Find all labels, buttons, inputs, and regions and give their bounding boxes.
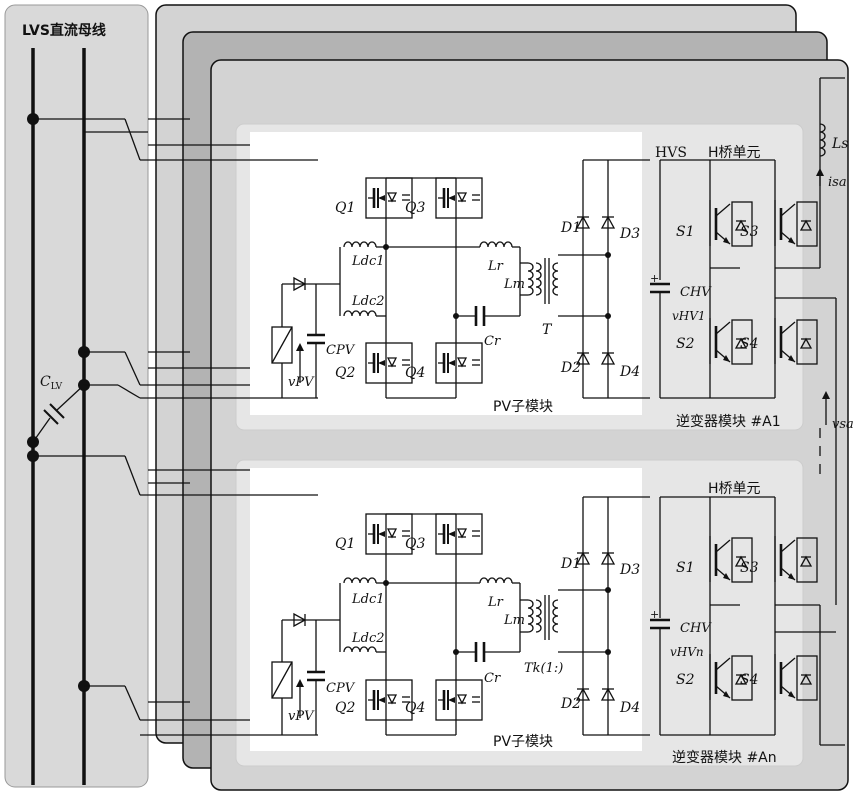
svg-text:Cr: Cr <box>484 334 501 349</box>
svg-text:PV子模块: PV子模块 <box>493 399 553 415</box>
svg-text:D4: D4 <box>619 364 640 380</box>
svg-text:S4: S4 <box>740 672 759 688</box>
lvs-bus-label: LVS直流母线 <box>22 22 106 39</box>
svg-text:S1: S1 <box>676 560 695 576</box>
svg-text:+: + <box>650 272 659 285</box>
svg-text:Ldc2: Ldc2 <box>351 631 385 646</box>
svg-text:Q1: Q1 <box>335 200 355 216</box>
svg-text:Ldc2: Ldc2 <box>351 294 385 309</box>
svg-text:D1: D1 <box>560 556 581 572</box>
svg-text:Ldc1: Ldc1 <box>351 254 385 269</box>
svg-text:Lr: Lr <box>487 259 504 274</box>
svg-text:vHVn: vHVn <box>670 645 704 659</box>
svg-text:Q1: Q1 <box>335 536 355 552</box>
svg-text:vHV1: vHV1 <box>672 309 706 323</box>
svg-text:逆变器模块 #An: 逆变器模块 #An <box>672 750 777 766</box>
svg-text:Ldc1: Ldc1 <box>351 592 385 607</box>
svg-text:PV子模块: PV子模块 <box>493 734 553 750</box>
svg-text:HVS: HVS <box>655 145 687 161</box>
svg-text:Q4: Q4 <box>405 700 425 716</box>
svg-text:D2: D2 <box>560 696 581 712</box>
svg-text:Q4: Q4 <box>405 365 425 381</box>
svg-text:S3: S3 <box>740 224 759 240</box>
svg-text:逆变器模块 #A1: 逆变器模块 #A1 <box>676 414 781 430</box>
svg-text:Q3: Q3 <box>405 200 425 216</box>
svg-text:D3: D3 <box>619 226 640 242</box>
svg-text:CHV: CHV <box>680 285 712 300</box>
svg-text:H桥单元: H桥单元 <box>708 481 761 497</box>
svg-text:H桥单元: H桥单元 <box>708 145 761 161</box>
svg-text:Q2: Q2 <box>335 700 355 716</box>
svg-text:Q2: Q2 <box>335 365 355 381</box>
svg-text:+: + <box>650 608 659 621</box>
svg-text:D3: D3 <box>619 562 640 578</box>
svg-text:Lm: Lm <box>503 613 525 628</box>
svg-text:S1: S1 <box>676 224 695 240</box>
svg-text:Cr: Cr <box>484 671 501 686</box>
svg-text:Lm: Lm <box>503 277 525 292</box>
svg-text:S3: S3 <box>740 560 759 576</box>
svg-text:CPV: CPV <box>326 343 356 358</box>
svg-text:S2: S2 <box>676 672 695 688</box>
svg-text:S4: S4 <box>740 336 759 352</box>
svg-text:D4: D4 <box>619 700 640 716</box>
vsa-label: vsa <box>832 417 853 432</box>
svg-text:CHV: CHV <box>680 621 712 636</box>
svg-text:Lr: Lr <box>487 595 504 610</box>
isa-label: isa <box>828 175 847 190</box>
ls-label: Ls <box>831 136 848 152</box>
svg-text:S2: S2 <box>676 336 695 352</box>
svg-text:D1: D1 <box>560 220 581 236</box>
svg-text:CPV: CPV <box>326 681 356 696</box>
svg-text:D2: D2 <box>560 360 581 376</box>
svg-text:vPV: vPV <box>288 375 315 390</box>
svg-text:Q3: Q3 <box>405 536 425 552</box>
svg-text:Tk(1:): Tk(1:) <box>524 661 563 676</box>
svg-text:vPV: vPV <box>288 709 315 724</box>
